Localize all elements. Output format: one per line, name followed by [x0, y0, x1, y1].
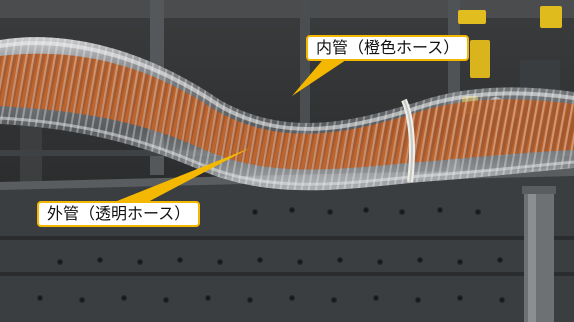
inner-tube-callout: 内管（橙色ホース）: [306, 35, 470, 61]
outer-tube-callout: 外管（透明ホース）: [37, 201, 201, 227]
